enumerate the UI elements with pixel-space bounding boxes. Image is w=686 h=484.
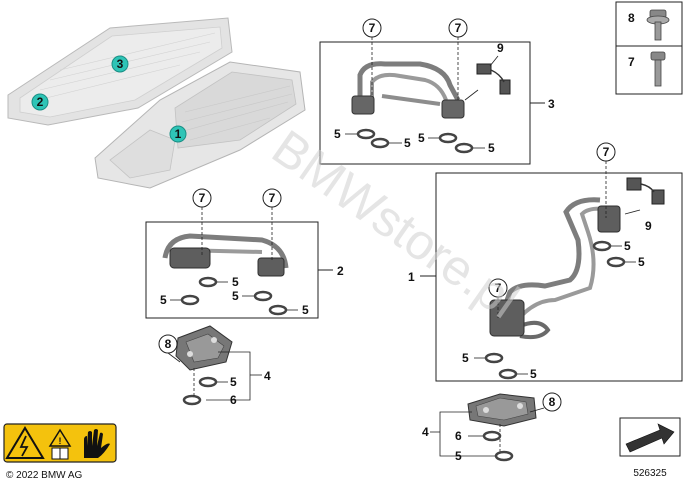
callout-3: 3: [548, 97, 555, 111]
badge-3-label: 3: [117, 57, 124, 71]
callout-5: 5: [530, 367, 537, 381]
legend-7-label: 7: [628, 55, 635, 69]
callout-badge-3: 3: [111, 55, 129, 73]
callout-badge-1: 1: [169, 125, 187, 143]
assembly-group-2: 2 7 7 5 5 5 5: [145, 188, 344, 319]
assembly-group-3: 3 9 7 7 5 5 5 5: [319, 18, 555, 165]
bolt-icon: [650, 51, 666, 87]
callout-9-top: 9: [497, 41, 504, 55]
callout-5: 5: [232, 289, 239, 303]
callout-5: 5: [455, 449, 462, 463]
battery-tray-illustration: [7, 17, 306, 189]
callout-5: 5: [232, 275, 239, 289]
callout-2: 2: [337, 264, 344, 278]
callout-5: 5: [462, 351, 469, 365]
assembly-group-4-left: 8 5 6 4: [158, 325, 271, 407]
badge-1-label: 1: [175, 127, 182, 141]
fastener-legend: 8 7: [615, 1, 683, 95]
callout-7-b: 7: [455, 21, 462, 35]
legend-8-label: 8: [628, 11, 635, 25]
svg-text:!: !: [59, 436, 62, 446]
protective-gloves-icon: [84, 429, 110, 458]
callout-7-d: 7: [269, 191, 276, 205]
callout-5: 5: [302, 303, 309, 317]
assembly-group-4-right: 8 4 6 5: [422, 392, 562, 463]
callout-4: 4: [264, 369, 271, 383]
callout-5: 5: [334, 127, 341, 141]
assembly-group-1: 1 9 7 7 5 5 5 5: [408, 142, 683, 382]
hex-collar-bolt-icon: [646, 9, 670, 41]
callout-7-f: 7: [495, 281, 502, 295]
callout-5: 5: [404, 136, 411, 150]
callout-7-a: 7: [369, 21, 376, 35]
arrow-icon: [619, 417, 681, 457]
callout-5: 5: [488, 141, 495, 155]
callout-6: 6: [230, 393, 237, 407]
callout-8-right: 8: [549, 395, 556, 409]
callout-5: 5: [160, 293, 167, 307]
high-voltage-warning-icon: [5, 426, 45, 459]
callout-6: 6: [455, 429, 462, 443]
callout-9-right: 9: [645, 219, 652, 233]
callout-5: 5: [418, 131, 425, 145]
callout-1: 1: [408, 270, 415, 284]
callout-badge-2: 2: [31, 93, 49, 111]
callout-7-e: 7: [603, 145, 610, 159]
copyright-text: © 2022 BMW AG: [6, 470, 83, 481]
callout-5: 5: [638, 255, 645, 269]
callout-5: 5: [230, 375, 237, 389]
image-number: 526325: [633, 468, 667, 479]
warning-label: !: [3, 423, 117, 463]
callout-8-left: 8: [165, 337, 172, 351]
read-manual-icon: !: [48, 428, 72, 460]
callout-4: 4: [422, 425, 429, 439]
callout-5: 5: [624, 239, 631, 253]
badge-2-label: 2: [37, 95, 44, 109]
callout-7-c: 7: [199, 191, 206, 205]
